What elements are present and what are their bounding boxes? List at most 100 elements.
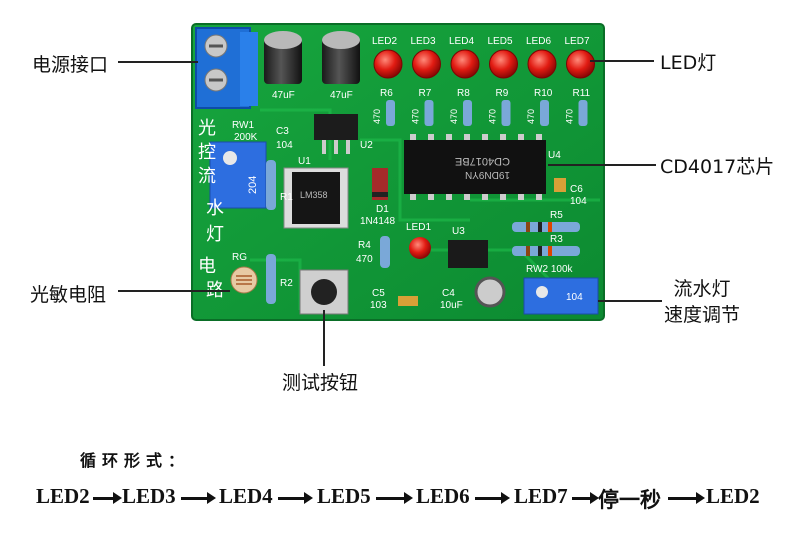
led-label: LED5	[488, 36, 513, 47]
u3-label: U3	[452, 226, 465, 237]
sequence-step: LED2	[706, 484, 760, 508]
resistor	[386, 100, 395, 126]
test-button	[299, 269, 349, 315]
resistor-label: R9	[496, 88, 509, 99]
red-led	[527, 49, 557, 79]
leader-photoresistor	[118, 290, 230, 292]
resistor-label: R11	[573, 88, 591, 99]
r4-label: R4	[358, 240, 371, 251]
rw1-value: 200K	[234, 132, 258, 143]
r5-label: R5	[550, 210, 563, 221]
resistor-value: 470	[449, 109, 459, 124]
led-label: LED6	[526, 36, 551, 47]
u1-label: U1	[298, 156, 311, 167]
red-led	[566, 49, 595, 79]
resistor-r4: R4 470	[356, 236, 390, 268]
arrow-icon	[376, 492, 413, 504]
leader-led	[590, 60, 654, 62]
c4-label: C4	[442, 288, 455, 299]
capacitor-c6	[554, 178, 566, 192]
cap1-value: 47uF	[272, 90, 295, 101]
cap2-value: 47uF	[330, 90, 353, 101]
rg-label: RG	[232, 252, 247, 263]
silkscreen-char: 电	[198, 256, 216, 276]
sequence-step: LED4	[219, 484, 273, 508]
callout-photoresistor: 光敏电阻	[30, 284, 107, 306]
red-led	[412, 49, 441, 79]
rw2-label: RW2 100k	[526, 264, 574, 275]
c4-value: 10uF	[440, 300, 463, 311]
c3-label: C3	[276, 126, 289, 137]
resistor-label: R8	[457, 88, 470, 99]
sequence-title: 循环形式：	[80, 451, 191, 470]
photoresistor-rg: RG	[230, 252, 258, 294]
resistor-value: 470	[565, 109, 575, 124]
resistor-value: 470	[488, 109, 498, 124]
c3-value: 104	[276, 140, 293, 151]
callout-speed: 流水灯 速度调节	[664, 276, 740, 328]
red-led	[489, 49, 518, 79]
r4-value: 470	[356, 254, 373, 265]
power-connector	[195, 27, 258, 109]
resistor	[501, 100, 511, 126]
pot-value: 204	[247, 176, 259, 194]
sequence-step: LED7	[514, 484, 568, 508]
resistor	[578, 100, 588, 126]
c5-label: C5	[372, 288, 385, 299]
diode-d1: D1 1N4148	[360, 168, 395, 227]
led-label: LED4	[449, 36, 474, 47]
d1-value: 1N4148	[360, 216, 395, 227]
led-label: LED2	[372, 36, 397, 47]
callout-test-button: 测试按钮	[282, 372, 359, 394]
callout-cd4017: CD4017芯片	[660, 156, 775, 178]
cd4017-chip-text: CD4017BE	[455, 155, 510, 167]
red-led	[373, 49, 403, 79]
resistor-value: 470	[372, 109, 382, 124]
potentiometer-rw1: RW1 200K 204	[209, 120, 267, 209]
led-label: LED3	[411, 36, 436, 47]
chip-u3: U3	[448, 226, 488, 268]
resistor-label: R6	[380, 88, 393, 99]
arrow-icon	[572, 492, 599, 504]
resistor-r2: R2	[266, 254, 293, 304]
silkscreen-char: 水	[206, 198, 224, 218]
resistor	[424, 100, 434, 126]
rw1-label: RW1	[232, 120, 254, 131]
callout-power: 电源接口	[32, 54, 109, 76]
board-substrate	[191, 23, 605, 321]
resistor-value: 470	[526, 109, 536, 124]
resistor-r3: R3	[512, 234, 580, 256]
silkscreen-char: 流	[198, 166, 216, 186]
capacitor-c4: C4 10uF	[440, 276, 506, 311]
resistor-r5: R5	[512, 210, 580, 232]
sequence-step: 停一秒	[598, 488, 661, 512]
silkscreen-char: 灯	[206, 224, 224, 244]
arrow-icon	[475, 492, 510, 504]
chip-u1: LM358 U1	[283, 156, 349, 229]
r2-label: R2	[280, 278, 293, 289]
resistor-r1: R1	[266, 160, 293, 210]
sequence-step: LED3	[122, 484, 176, 508]
c6-label: C6	[570, 184, 583, 195]
arrow-icon	[278, 492, 313, 504]
potentiometer-rw2: RW2 100k 104	[523, 264, 599, 315]
led1: LED1	[406, 222, 431, 259]
r3-label: R3	[550, 234, 563, 245]
leader-power	[118, 61, 198, 63]
arrow-icon	[181, 492, 216, 504]
u4-label: U4	[548, 150, 561, 161]
capacitor-c2: 47uF	[322, 31, 360, 101]
rw2-pot-text: 104	[566, 292, 583, 303]
regulator-u2: U2	[314, 114, 373, 154]
leader-speed	[598, 300, 662, 302]
d1-label: D1	[376, 204, 389, 215]
r1-label: R1	[280, 192, 293, 203]
c5-value: 103	[370, 300, 387, 311]
arrow-icon	[93, 492, 122, 504]
capacitor-c5: C5 103	[370, 288, 418, 311]
callout-speed-line2: 速度调节	[664, 304, 741, 326]
resistor	[463, 100, 472, 126]
